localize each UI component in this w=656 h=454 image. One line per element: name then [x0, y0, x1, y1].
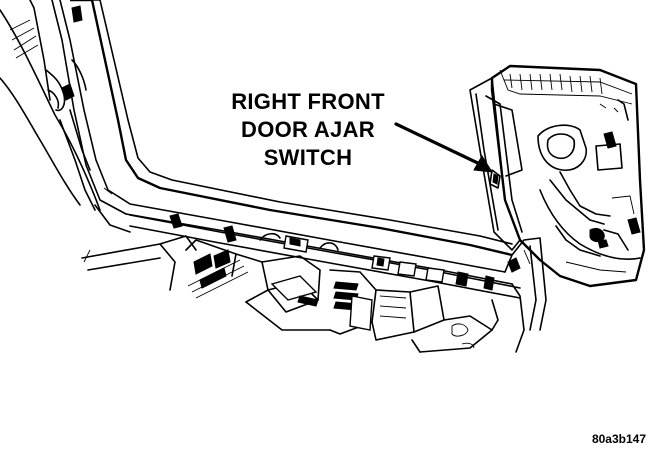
callout-line-2: DOOR AJAR — [241, 117, 375, 142]
ground-hint-line — [83, 249, 91, 263]
b-pillar — [504, 237, 547, 353]
open-door-panel — [469, 64, 646, 288]
floor-components — [81, 235, 499, 353]
callout-line-1: RIGHT FRONT — [231, 89, 385, 114]
figure-id: 80a3b147 — [591, 432, 646, 446]
left-body-panel — [0, 0, 101, 211]
callout-line-3: SWITCH — [263, 145, 353, 170]
callout-leader-arrow — [394, 122, 493, 173]
switch-callout-label: RIGHT FRONT DOOR AJAR SWITCH — [203, 88, 413, 172]
sill-plate — [129, 213, 521, 299]
